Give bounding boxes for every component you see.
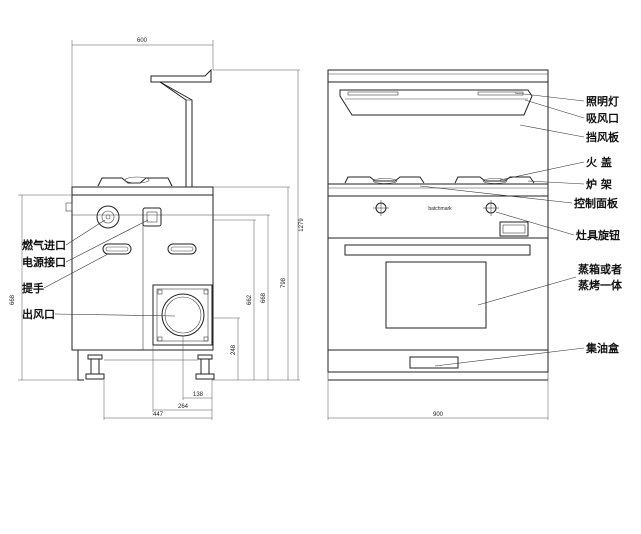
label-stove-knob: 灶具旋钮 (576, 228, 620, 242)
label-oil-box: 集油盒 (585, 341, 620, 355)
side-view: 600 (10, 38, 305, 420)
foot-right-top (197, 354, 213, 360)
dim-264-label: 264 (178, 404, 189, 410)
air-outlet-circle (161, 293, 205, 337)
foot-right-pad (195, 373, 215, 380)
leader-light (514, 92, 585, 102)
gas-inlet-outer (96, 205, 120, 229)
label-pan-support: 炉 架 (586, 177, 612, 191)
label-baffle: 挡风板 (586, 130, 620, 144)
foot-right-post (200, 358, 210, 375)
label-power-port: 电源接口 (22, 255, 66, 269)
left-base (77, 350, 84, 381)
display-inner (502, 224, 526, 234)
air-outlet-inner (156, 288, 209, 342)
power-port-inner (146, 211, 158, 223)
base-plinth (327, 349, 549, 373)
brand-logo: batchmark (428, 206, 452, 212)
dim-248-label: 248 (231, 344, 237, 355)
air-outlet-corner-3 (157, 336, 163, 342)
label-light: 照明灯 (586, 94, 619, 108)
label-control-panel: 控制面板 (574, 196, 619, 210)
front-view: batchmark 900 照明灯 吸风口 挡风板 火 盖 炉 架 控制面板 灶… (327, 69, 623, 420)
leader-pan-support (527, 180, 585, 185)
dim-447-label: 447 (153, 412, 164, 418)
label-suction: 吸风口 (586, 111, 619, 125)
label-handle: 提手 (22, 281, 44, 295)
control-panel (327, 195, 549, 239)
oil-box (409, 356, 459, 369)
air-outlet-circle-inner (164, 296, 202, 334)
dim-798-label: 798 (281, 277, 287, 288)
label-fire-cover: 火 盖 (586, 155, 612, 169)
leader-fire-cover (499, 161, 585, 181)
light-panel (339, 89, 533, 116)
oven-window (385, 261, 487, 329)
leader-stove-knob (495, 211, 575, 236)
display-window (499, 221, 529, 237)
burner-side (97, 177, 173, 187)
gas-inlet-inner (101, 210, 115, 224)
dim-900-label: 900 (433, 412, 444, 418)
hood-top-plate (150, 68, 212, 83)
leader-oil-box (434, 347, 585, 367)
air-outlet-box (152, 284, 213, 346)
foot-left-post (90, 358, 100, 375)
hood-top (327, 69, 549, 83)
leader-air-outlet (54, 313, 176, 317)
light-strip-left (347, 91, 399, 96)
air-outlet-corner-2 (203, 289, 209, 295)
dim-662-label: 662 (247, 294, 253, 305)
leader-steam-oven (477, 276, 577, 306)
foot-left-pad (85, 373, 105, 380)
dim-600-label: 600 (137, 38, 148, 44)
dim-1279-label: 1279 (299, 218, 305, 232)
hob-plate (71, 186, 214, 196)
leader-baffle (519, 124, 585, 138)
leader-gas-inlet (65, 219, 106, 246)
label-air-outlet: 出风口 (22, 307, 55, 321)
label-gas-inlet: 燃气进口 (21, 238, 66, 252)
leader-handle (43, 253, 109, 289)
oven-handle (344, 244, 531, 256)
power-port-outer (142, 207, 162, 227)
burner-left (344, 176, 425, 184)
air-outlet-corner-1 (157, 289, 163, 295)
handle-left-inner (105, 246, 129, 252)
gas-inlet-core (105, 214, 111, 220)
hood-arm-front (151, 81, 187, 187)
side-knob (65, 202, 73, 212)
leader-power-port (65, 219, 149, 263)
leader-suction (524, 99, 585, 119)
leader-control-panel (419, 185, 573, 204)
burner-right (454, 176, 535, 184)
hood-arm-back (159, 81, 193, 187)
dim-668-left-label: 668 (10, 294, 16, 305)
air-outlet-corner-4 (203, 336, 209, 342)
light-strip-right (477, 91, 524, 96)
label-steam-oven-1: 蒸箱或者 (578, 262, 622, 276)
handle-right (167, 243, 197, 255)
dim-668-inner-label: 668 (261, 292, 267, 303)
burner-top (124, 176, 150, 184)
dim-138-label: 138 (193, 392, 204, 398)
label-steam-oven-2: 蒸烤一体 (578, 278, 623, 292)
handle-right-inner (170, 246, 194, 252)
handle-left (102, 243, 132, 255)
cooktop-plate (327, 183, 549, 197)
foot-left-top (87, 354, 103, 360)
